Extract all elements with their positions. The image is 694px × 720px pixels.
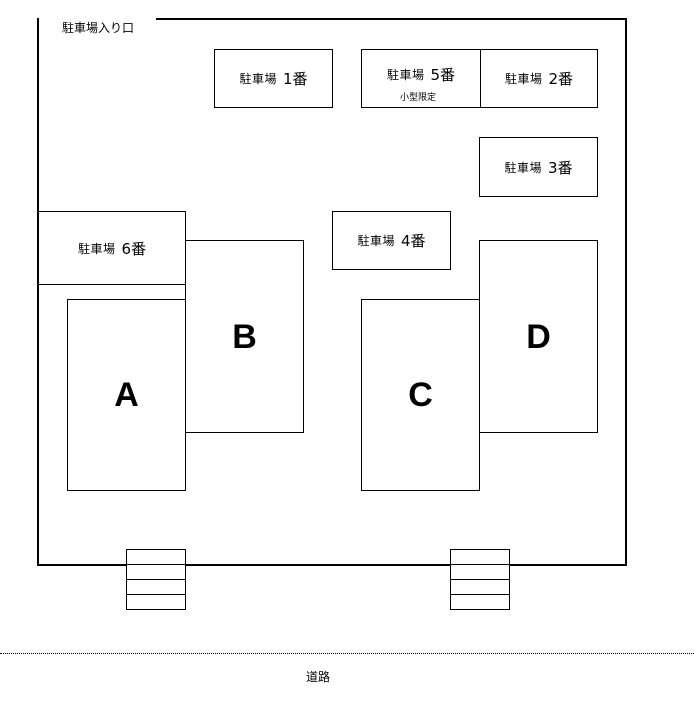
stair-step [450,579,510,595]
stairs-left [126,549,186,610]
building-a: A [67,299,186,491]
parking-lot-4: 駐車場 4番 [332,211,451,270]
parking-lot-label: 駐車場 [386,67,425,82]
stair-step [126,549,186,565]
parking-lot-label: 駐車場 [239,72,277,86]
road-label: 道路 [306,670,331,684]
parking-lot-number: 6番 [121,239,147,258]
parking-lot-6: 駐車場 6番 [38,211,186,285]
parking-lot-3: 駐車場 3番 [479,137,598,197]
building-b: B [185,240,304,433]
parking-lot-2: 駐車場 2番 [480,49,598,108]
parking-lot-label: 駐車場 [77,241,116,256]
stair-step [126,579,186,595]
parking-lot-5-main: 駐車場 5番 [362,64,480,84]
entrance-label: 駐車場入り口 [62,21,135,35]
parking-lot-5: 駐車場 5番 小型限定 [361,49,481,108]
stair-step [126,594,186,610]
boundary-left [37,18,39,566]
parking-lot-number: 3番 [547,158,573,177]
parking-lot-label: 駐車場 [504,160,542,175]
building-d: D [479,240,598,433]
boundary-top [156,18,627,20]
road-edge-line [0,653,694,654]
stair-step [450,549,510,565]
boundary-right [625,18,627,566]
stair-step [450,594,510,610]
stairs-right [450,549,510,610]
parking-lot-number: 1番 [282,70,308,88]
boundary-bottom [37,564,627,566]
building-b-label: B [232,318,257,356]
parking-lot-label: 駐車場 [504,72,543,86]
parking-lot-number: 4番 [400,232,426,250]
building-c-label: C [408,375,433,414]
parking-lot-1: 駐車場 1番 [214,49,333,108]
parking-lot-note: 小型限定 [400,93,437,103]
parking-lot-number: 2番 [548,70,574,88]
parking-lot-number: 5番 [430,65,456,84]
parking-lot-label: 駐車場 [357,234,395,248]
stair-step [450,564,510,580]
building-a-label: A [114,375,139,414]
building-c: C [361,299,480,491]
stair-step [126,564,186,580]
building-d-label: D [526,318,551,356]
